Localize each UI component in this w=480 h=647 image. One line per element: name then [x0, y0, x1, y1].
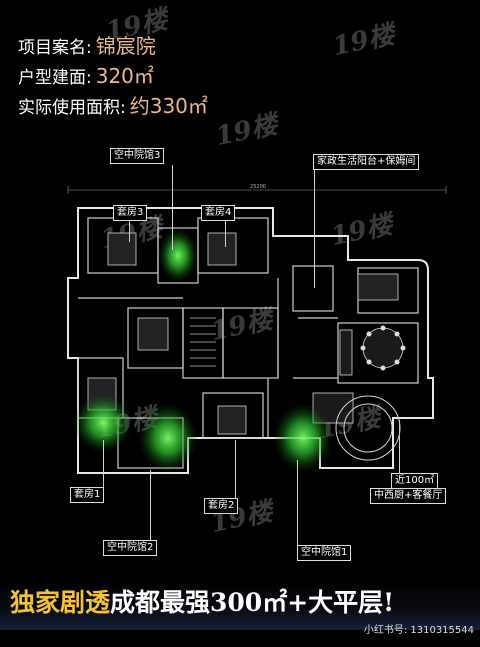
leader-line [225, 207, 226, 247]
callout-suite-3: 套房3 [113, 205, 148, 221]
banner-main-text: 成都最强300㎡+大平层! [110, 588, 395, 617]
watermark-logo: 19楼 [330, 19, 398, 63]
sky-court-2-highlight [138, 403, 198, 473]
project-name-value: 锦宸院 [95, 34, 156, 58]
callout-sky-court-2: 空中院馆2 [103, 540, 158, 556]
built-area-label: 户型建面: [18, 68, 92, 88]
leader-line [399, 420, 400, 475]
leader-line [314, 168, 315, 288]
banner-headline: 独家剧透成都最强300㎡+大平层! [10, 583, 394, 619]
banner-highlight: 独家剧透 [10, 588, 111, 617]
dimension-top: 25200 [250, 184, 266, 190]
callout-utility-balcony: 家政生活阳台+保姆间 [313, 154, 420, 170]
usable-area-value: 约330㎡ [129, 94, 208, 118]
sky-court-1-highlight [273, 403, 333, 473]
leader-line [103, 440, 104, 495]
project-name-row: 项目案名:锦宸院 [18, 30, 156, 59]
leader-line [172, 165, 173, 250]
sky-court-3-highlight [158, 228, 198, 283]
watermark-logo: 19楼 [103, 4, 171, 48]
callout-kitchen-size: 近100㎡ [391, 473, 439, 489]
callout-suite-2: 套房2 [204, 498, 239, 514]
leader-line [235, 440, 236, 500]
usable-area-row: 实际使用面积:约330㎡ [18, 90, 208, 119]
project-name-label: 项目案名: [18, 38, 92, 58]
callout-sky-court-1: 空中院馆1 [297, 545, 352, 561]
callout-suite-4: 套房4 [201, 205, 236, 221]
watermark-logo: 19楼 [213, 109, 281, 153]
built-area-value: 320㎡ [95, 64, 154, 88]
usable-area-label: 实际使用面积: [18, 98, 126, 118]
callout-kitchen-living: 中西厨+客餐厅 [370, 488, 447, 504]
leader-line [150, 470, 151, 545]
callout-sky-court-3: 空中院馆3 [110, 148, 165, 164]
bottom-banner [0, 578, 480, 630]
leader-line [297, 460, 298, 553]
callout-suite-1: 套房1 [70, 487, 105, 503]
xiaohongshu-credit: 小红书号: 1310315544 [363, 625, 474, 636]
built-area-row: 户型建面:320㎡ [18, 60, 154, 89]
leader-line [129, 207, 130, 242]
floor-plan: 25200 15400 [67, 184, 447, 474]
